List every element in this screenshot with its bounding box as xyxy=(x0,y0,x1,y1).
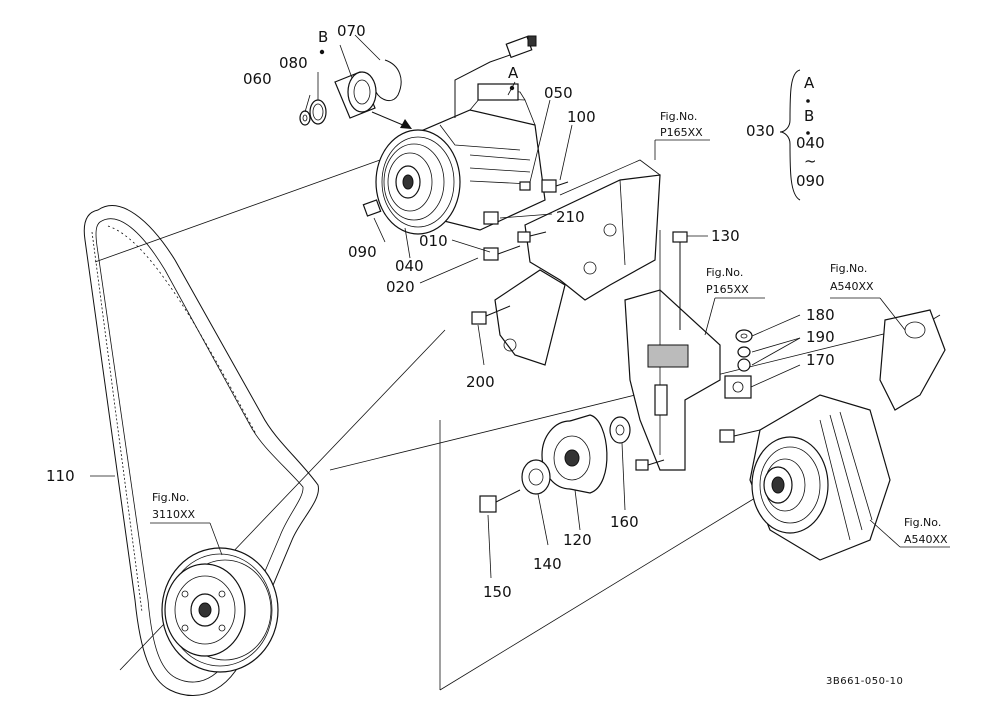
fig-ref-2-code: P165XX xyxy=(706,283,749,296)
legend-030-tilde: ~ xyxy=(804,152,817,170)
callout-050: 050 xyxy=(544,84,573,102)
fig-ref-3-label: Fig.No. xyxy=(830,262,867,275)
fig-ref-1-label: Fig.No. xyxy=(660,110,697,123)
legend-030: 030 A B 040 ~ 090 xyxy=(746,69,825,201)
fig-ref-5-label: Fig.No. xyxy=(904,516,941,529)
fig-ref-2-label: Fig.No. xyxy=(706,266,743,279)
alternator xyxy=(719,309,946,561)
tension-bracket xyxy=(624,231,753,471)
callouts: 060 080 070 050 100 210 010 090 040 020 … xyxy=(46,22,835,601)
crank-pulley xyxy=(161,547,279,673)
idler-pulley xyxy=(479,414,631,513)
callout-080: 080 xyxy=(279,54,308,72)
marker-b: B xyxy=(318,28,328,46)
callout-060: 060 xyxy=(243,70,272,88)
fig-ref-3-code: A540XX xyxy=(830,280,874,293)
callout-010: 010 xyxy=(419,232,448,250)
legend-030-090: 090 xyxy=(796,172,825,190)
legend-030-040: 040 xyxy=(796,134,825,152)
leader-lines xyxy=(90,34,950,579)
fig-ref-1-code: P165XX xyxy=(660,126,703,139)
ac-compressor xyxy=(375,35,546,235)
callout-040: 040 xyxy=(395,257,424,275)
marker-a-dot xyxy=(509,85,515,91)
fig-ref-4-label: Fig.No. xyxy=(152,491,189,504)
callout-140: 140 xyxy=(533,555,562,573)
callout-120: 120 xyxy=(563,531,592,549)
callout-100: 100 xyxy=(567,108,596,126)
callout-070: 070 xyxy=(337,22,366,40)
fig-references: Fig.No. P165XX Fig.No. P165XX Fig.No. A5… xyxy=(152,110,948,546)
callout-180: 180 xyxy=(806,306,835,324)
callout-030: 030 xyxy=(746,122,775,140)
callout-130: 130 xyxy=(711,227,740,245)
callout-020: 020 xyxy=(386,278,415,296)
callout-160: 160 xyxy=(610,513,639,531)
callout-190: 190 xyxy=(806,328,835,346)
callout-090: 090 xyxy=(348,243,377,261)
pulley-hardware xyxy=(299,59,412,129)
compressor-bracket xyxy=(494,159,661,366)
markers: B A xyxy=(318,28,519,91)
callout-210: 210 xyxy=(556,208,585,226)
fig-ref-5-code: A540XX xyxy=(904,533,948,546)
marker-b-dot xyxy=(319,49,325,55)
callout-150: 150 xyxy=(483,583,512,601)
legend-030-b: B xyxy=(804,107,814,125)
callout-110: 110 xyxy=(46,467,75,485)
callout-170: 170 xyxy=(806,351,835,369)
callout-200: 200 xyxy=(466,373,495,391)
drawing-code: 3B661-050-10 xyxy=(826,676,903,687)
fig-ref-4-code: 3110XX xyxy=(152,508,196,521)
marker-a: A xyxy=(508,64,519,82)
legend-030-a: A xyxy=(804,74,815,92)
